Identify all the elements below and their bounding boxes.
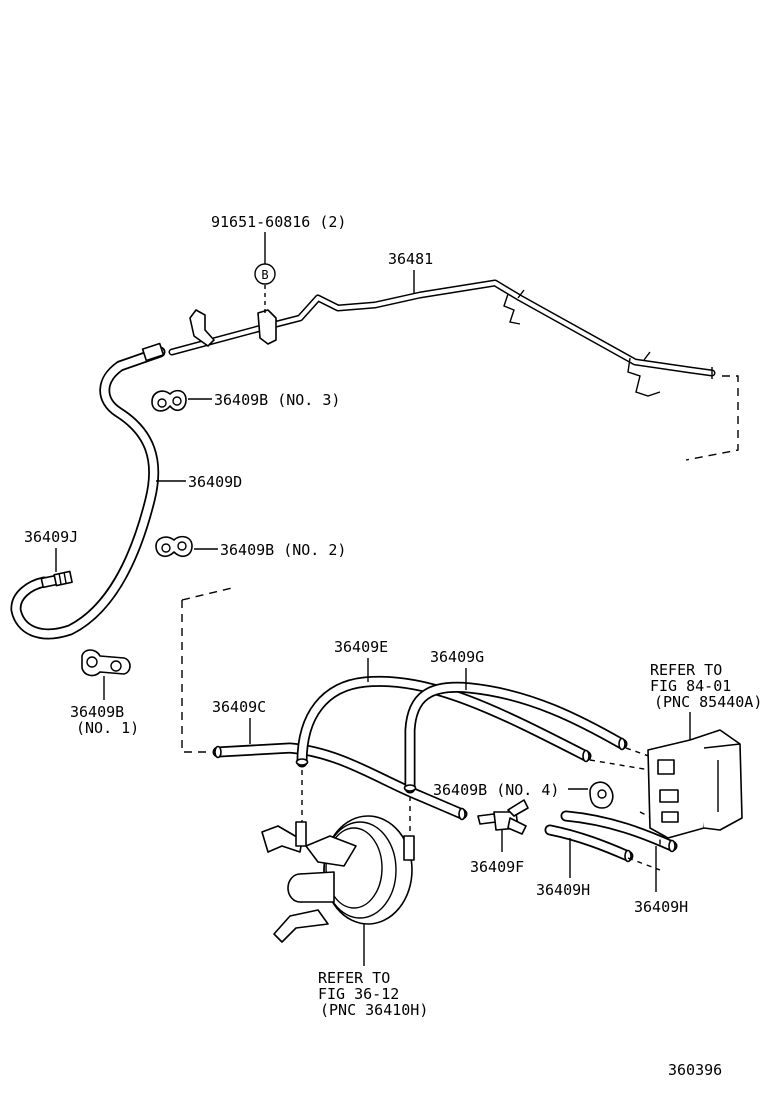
pipe-clip-1	[503, 289, 525, 325]
hose-36409g[interactable]	[403, 681, 628, 794]
label-clamp-no4: 36409B (NO. 4)	[433, 781, 559, 799]
hose-36409d[interactable]	[10, 342, 166, 640]
label-hose-d: 36409D	[188, 473, 242, 491]
clamp-36409b-no4[interactable]	[589, 781, 614, 809]
hose-36409e[interactable]	[295, 675, 592, 768]
label-hose-c: 36409C	[212, 698, 266, 716]
bolt-reference-circle	[254, 263, 276, 285]
label-ref-top-2: FIG 84-01	[650, 677, 731, 695]
label-union-f: 36409F	[470, 858, 524, 876]
label-hose-h2: 36409H	[634, 898, 688, 916]
label-ref-bottom-1: REFER TO	[318, 969, 390, 987]
label-ref-bottom-2: FIG 36-12	[318, 985, 399, 1003]
label-ref-top-1: REFER TO	[650, 661, 722, 679]
pipe-mount-bracket	[189, 309, 277, 347]
brake-booster	[261, 815, 415, 943]
label-ref-top-3: (PNC 85440A)	[654, 693, 760, 711]
label-clamp-no2: 36409B (NO. 2)	[220, 541, 346, 559]
bolt-reference-letter: B	[261, 268, 268, 282]
label-ref-bottom-3: (PNC 36410H)	[320, 1001, 428, 1019]
pipe-36481[interactable]	[168, 279, 716, 379]
hose-36409h-1[interactable]	[544, 824, 634, 863]
label-clamp-no3: 36409B (NO. 3)	[214, 391, 340, 409]
hose-36409c[interactable]	[212, 742, 468, 821]
clamp-36409b-no3[interactable]	[151, 389, 187, 412]
label-bolt: 91651-60816 (2)	[211, 213, 346, 231]
label-clamp-no1: 36409B	[70, 703, 124, 721]
pipe-clip-2	[627, 351, 661, 397]
label-union-j: 36409J	[24, 528, 78, 546]
diagram-number: 360396	[668, 1061, 722, 1079]
label-hose-g: 36409G	[430, 648, 484, 666]
clamp-36409b-no2[interactable]	[155, 535, 193, 558]
union-36409f[interactable]	[477, 799, 529, 835]
label-pipe: 36481	[388, 250, 433, 268]
label-hose-e: 36409E	[334, 638, 388, 656]
hose-36409h-2[interactable]	[560, 810, 678, 853]
union-36409j[interactable]	[40, 570, 73, 589]
label-clamp-no1-note: (NO. 1)	[76, 719, 139, 737]
label-hose-h1: 36409H	[536, 881, 590, 899]
clamp-36409b-no1[interactable]	[81, 649, 131, 677]
vacuum-switching-valve	[647, 729, 743, 839]
